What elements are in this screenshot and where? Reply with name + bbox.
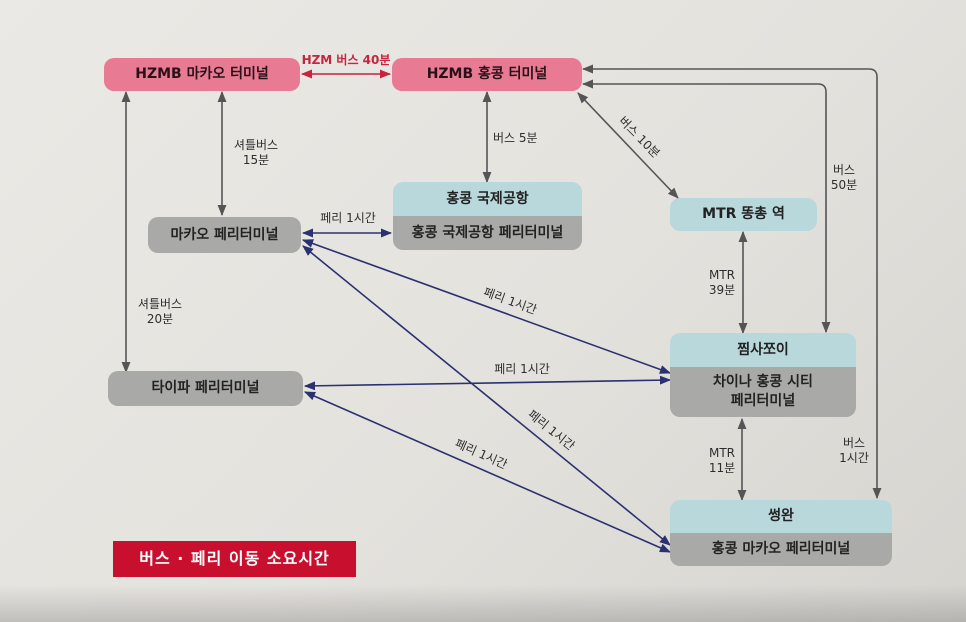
node-hk-airport-bottom: 홍콩 국제공항 페리터미널: [393, 216, 582, 250]
label-ferry-taipa-tst: 페리 1시간: [494, 362, 550, 376]
node-hzmb-hk: HZMB 홍콩 터미널: [392, 58, 582, 91]
node-hzmb-macau: HZMB 마카오 터미널: [104, 58, 300, 91]
label-bus-1h-line2: 1시간: [839, 451, 869, 465]
label-shuttle-20-line2: 20분: [146, 312, 174, 326]
node-hk-airport-top: 홍콩 국제공항: [393, 182, 582, 216]
node-macau-ferry-label: 마카오 페리터미널: [170, 227, 279, 243]
node-sheung-wan-bottom: 홍콩 마카오 페리터미널: [670, 533, 892, 566]
label-shuttle-15-line2: 15분: [242, 153, 270, 167]
label-bus-1h: 버스 1시간: [834, 436, 874, 466]
label-mtr-11: MTR 11분: [702, 446, 742, 476]
label-ferry-airport: 페리 1시간: [320, 211, 376, 225]
node-taipa-ferry-label: 타이파 페리터미널: [151, 380, 260, 396]
label-bus-1h-line1: 버스: [842, 436, 866, 450]
node-hzmb-macau-label: HZMB 마카오 터미널: [135, 66, 269, 82]
node-sheung-wan-bottom-label: 홍콩 마카오 페리터미널: [711, 541, 851, 557]
label-bus-50: 버스 50분: [826, 163, 862, 193]
label-mtr-11-line2: 11분: [708, 461, 736, 475]
node-tst-top: 찜사쪼이: [670, 333, 856, 367]
label-hzm-bus: HZM 버스 40분: [301, 53, 391, 67]
node-macau-ferry: 마카오 페리터미널: [148, 217, 301, 253]
edge-ferry-taipa-sw: [303, 391, 672, 553]
page-shadow: [0, 585, 966, 622]
label-bus-5: 버스 5분: [493, 131, 538, 145]
edge-bus-10: [577, 92, 679, 199]
node-hzmb-hk-label: HZMB 홍콩 터미널: [426, 66, 548, 82]
node-tst-bottom: 차이나 홍콩 시티 페리터미널: [670, 367, 856, 417]
label-bus-50-line1: 버스: [832, 163, 856, 177]
node-hk-airport-top-label: 홍콩 국제공항: [446, 191, 529, 207]
edge-ferry-macau-tst: [301, 239, 672, 374]
node-sheung-wan-top: 썽완: [670, 500, 892, 533]
node-taipa-ferry: 타이파 페리터미널: [108, 371, 303, 406]
label-mtr-39-line1: MTR: [708, 268, 736, 282]
node-hk-airport: 홍콩 국제공항 홍콩 국제공항 페리터미널: [393, 182, 582, 250]
node-hk-airport-bottom-label: 홍콩 국제공항 페리터미널: [411, 225, 564, 241]
label-mtr-39: MTR 39분: [702, 268, 742, 298]
label-mtr-39-line2: 39분: [708, 283, 736, 297]
node-tst: 찜사쪼이 차이나 홍콩 시티 페리터미널: [670, 333, 856, 417]
edge-ferry-taipa-tst: [303, 375, 672, 391]
node-sheung-wan: 썽완 홍콩 마카오 페리터미널: [670, 500, 892, 566]
label-shuttle-20-line1: 셔틀버스: [137, 297, 183, 311]
label-shuttle-15: 셔틀버스 15분: [226, 138, 286, 168]
node-tst-bottom-label-1: 차이나 홍콩 시티: [713, 374, 813, 390]
label-bus-50-line2: 50분: [830, 178, 858, 192]
node-mtr-tung-chung-label: MTR 똥총 역: [702, 206, 785, 222]
node-mtr-tung-chung: MTR 똥총 역: [670, 198, 817, 231]
edge-bus-1h: [581, 64, 882, 500]
legend-title: 버스 · 페리 이동 소요시간: [113, 541, 356, 577]
node-tst-bottom-label-2: 페리터미널: [730, 393, 796, 409]
node-tst-top-label: 찜사쪼이: [737, 342, 789, 358]
label-shuttle-20: 셔틀버스 20분: [130, 297, 190, 327]
label-mtr-11-line1: MTR: [708, 446, 736, 460]
node-sheung-wan-top-label: 썽완: [768, 508, 794, 524]
label-shuttle-15-line1: 셔틀버스: [233, 138, 279, 152]
